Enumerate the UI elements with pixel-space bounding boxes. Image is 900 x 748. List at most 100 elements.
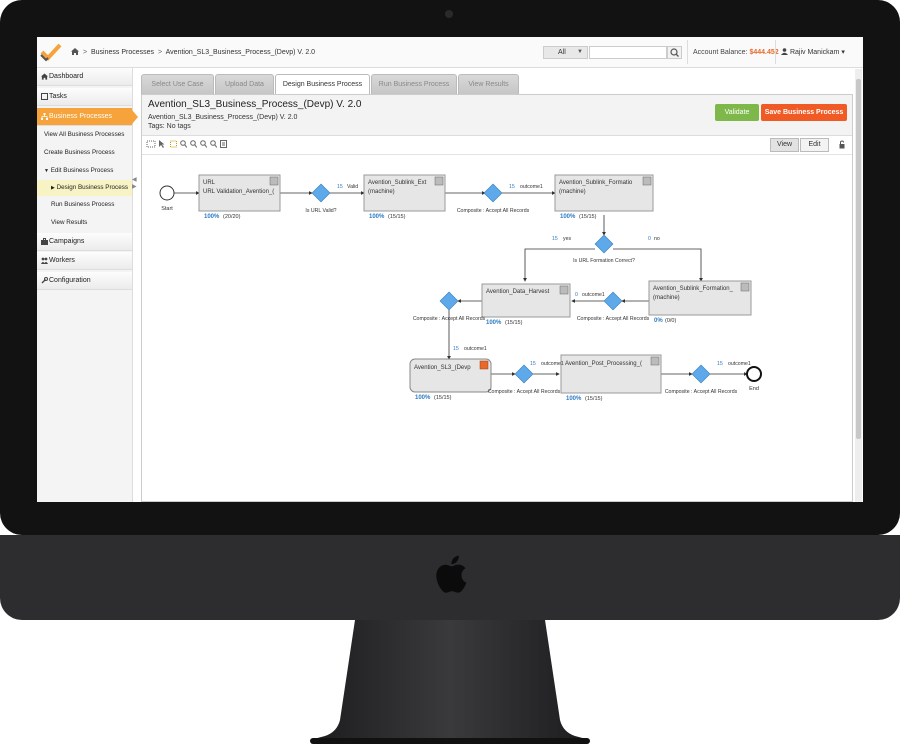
home-icon[interactable]: [71, 48, 79, 55]
zoom-out-icon[interactable]: [190, 140, 197, 148]
process-header: Avention_SL3_Business_Process_(Devp) V. …: [142, 95, 852, 136]
search-input[interactable]: [589, 46, 667, 59]
caret-down-icon: ▼: [577, 49, 583, 55]
gateway-diamond[interactable]: [439, 291, 459, 311]
gateway-label: Composite : Accept All Records: [488, 389, 561, 395]
sidebar-item-label: Tasks: [49, 93, 67, 100]
sidebar-collapse-icon[interactable]: ◀▶: [132, 177, 137, 190]
pointer-tool-icon[interactable]: [158, 140, 165, 148]
svg-text:(machine): (machine): [368, 189, 395, 195]
edge-label: yes: [563, 236, 571, 242]
tab-select-use-case[interactable]: Select Use Case: [141, 74, 214, 94]
user-name: Rajiv Manickam: [789, 49, 840, 56]
gateway-diamond[interactable]: [514, 364, 534, 384]
sidebar-subitem-view-results[interactable]: View Results: [51, 219, 88, 226]
sidebar-subitem-design[interactable]: ▶ Design Business Process: [37, 180, 132, 196]
sidebar-item-label: Configuration: [49, 277, 91, 284]
breadcrumb-item[interactable]: Business Processes: [91, 49, 155, 56]
task-node[interactable]: Avention_Sublink_Formatio (machine) 100%…: [554, 174, 654, 220]
search-scope-select[interactable]: All ▼: [543, 46, 588, 59]
hand-tool-icon[interactable]: [146, 140, 156, 148]
edge-count: 15: [509, 184, 515, 190]
lock-icon[interactable]: [839, 140, 845, 149]
task-count: (15/15): [505, 320, 523, 326]
divider: [687, 40, 688, 64]
start-event[interactable]: [159, 185, 175, 201]
task-count: (15/15): [434, 395, 452, 401]
svg-text:Avention_Sublink_Formatio: Avention_Sublink_Formatio: [559, 180, 633, 186]
save-business-process-button[interactable]: Save Business Process: [761, 104, 847, 121]
task-node[interactable]: Avention_Data_Harvest 100% (15/15): [481, 283, 571, 326]
sidebar-subitem-create[interactable]: Create Business Process: [44, 149, 115, 156]
validate-button[interactable]: Validate: [715, 104, 759, 121]
wrench-icon: [41, 277, 48, 284]
app-screen: > Business Processes > Avention_SL3_Busi…: [37, 37, 863, 502]
sidebar-item-label: Workers: [49, 257, 75, 264]
view-mode-button[interactable]: View: [770, 138, 799, 152]
export-icon[interactable]: [220, 140, 227, 148]
sidebar-item-tasks[interactable]: Tasks: [37, 88, 132, 106]
task-node[interactable]: Avention_Sublink_Ext (machine) 100% (15/…: [363, 174, 446, 220]
edge-label: outcome1: [541, 361, 564, 367]
process-subtitle: Avention_SL3_Business_Process_(Devp) V. …: [148, 114, 298, 121]
edge-count: 0: [575, 292, 578, 298]
sidebar-item-campaigns[interactable]: Campaigns: [37, 233, 132, 251]
sidebar-subitem-run[interactable]: Run Business Process: [51, 201, 115, 208]
sidebar-subitem-view-all[interactable]: View All Business Processes: [44, 131, 125, 138]
task-percent: 100%: [369, 214, 385, 220]
gateway-label: Composite : Accept All Records: [457, 208, 530, 214]
app-logo-icon[interactable]: [40, 42, 62, 62]
sidebar-item-configuration[interactable]: Configuration: [37, 272, 132, 290]
tab-run-business-process[interactable]: Run Business Process: [371, 74, 457, 94]
scrollbar-thumb[interactable]: [856, 79, 861, 439]
svg-text:URL: URL: [203, 180, 216, 186]
sidebar-item-dashboard[interactable]: Dashboard: [37, 68, 132, 86]
task-percent: 100%: [566, 396, 582, 402]
svg-text:(machine): (machine): [653, 295, 680, 301]
task-node[interactable]: Avention_SL3_(Devp 100% (15/15): [409, 358, 492, 401]
sidebar: Dashboard Tasks Business Processes View …: [37, 68, 138, 502]
sidebar-subitem-label: Design Business Process: [56, 184, 129, 191]
task-name: Avention_Data_Harvest: [486, 289, 550, 295]
camera-icon: [445, 10, 453, 18]
end-event[interactable]: [746, 366, 762, 382]
gateway-diamond[interactable]: [691, 364, 711, 384]
edge-label: outcome1: [464, 346, 487, 352]
edge-count: 15: [552, 236, 558, 242]
tab-design-business-process[interactable]: Design Business Process: [275, 74, 370, 95]
zoom-in-icon[interactable]: [180, 140, 187, 148]
gateway-label: Composite : Accept All Records: [577, 316, 650, 322]
user-menu[interactable]: Rajiv Manickam ▾: [781, 48, 845, 56]
users-icon: [41, 257, 48, 264]
vertical-scrollbar[interactable]: [855, 69, 862, 502]
gateway-label: Composite : Accept All Records: [413, 316, 486, 322]
edge-count: 15: [453, 346, 459, 352]
edit-mode-button[interactable]: Edit: [800, 138, 829, 152]
edge-count: 15: [717, 361, 723, 367]
breadcrumb-item: Avention_SL3_Business_Process_(Devp) V. …: [165, 49, 316, 56]
sitemap-icon: [41, 113, 48, 120]
gateway-label: Composite : Accept All Records: [665, 389, 738, 395]
task-type-icon: [269, 176, 279, 186]
sidebar-item-workers[interactable]: Workers: [37, 252, 132, 270]
task-node[interactable]: Avention_Sublink_Formation_ (machine) 0%…: [648, 280, 752, 324]
tab-upload-data[interactable]: Upload Data: [215, 74, 274, 94]
gateway-label: Is URL Formation Correct?: [573, 258, 635, 264]
select-tool-icon[interactable]: [170, 140, 177, 148]
sidebar-item-business-processes[interactable]: Business Processes: [37, 108, 138, 126]
gateway-diamond[interactable]: [603, 291, 623, 311]
divider: [775, 40, 776, 64]
subprocess-icon: [479, 360, 489, 370]
zoom-reset-icon[interactable]: [210, 140, 217, 148]
task-node[interactable]: Avention_Post_Processing_( 100% (15/15): [560, 354, 662, 402]
sidebar-subitem-edit[interactable]: ▼ Edit Business Process: [37, 163, 132, 179]
zoom-fit-icon[interactable]: [200, 140, 207, 148]
task-node[interactable]: URL URL Validation_Avention_( 100% (20/2…: [198, 174, 281, 220]
search-button[interactable]: [667, 46, 682, 59]
gateway-diamond[interactable]: [594, 234, 614, 254]
gateway-diamond[interactable]: [483, 183, 503, 203]
tab-view-results[interactable]: View Results: [458, 74, 519, 94]
gateway-diamond[interactable]: [311, 183, 331, 203]
edge-label: no: [654, 236, 660, 242]
caret-down-icon: ▾: [841, 49, 845, 56]
